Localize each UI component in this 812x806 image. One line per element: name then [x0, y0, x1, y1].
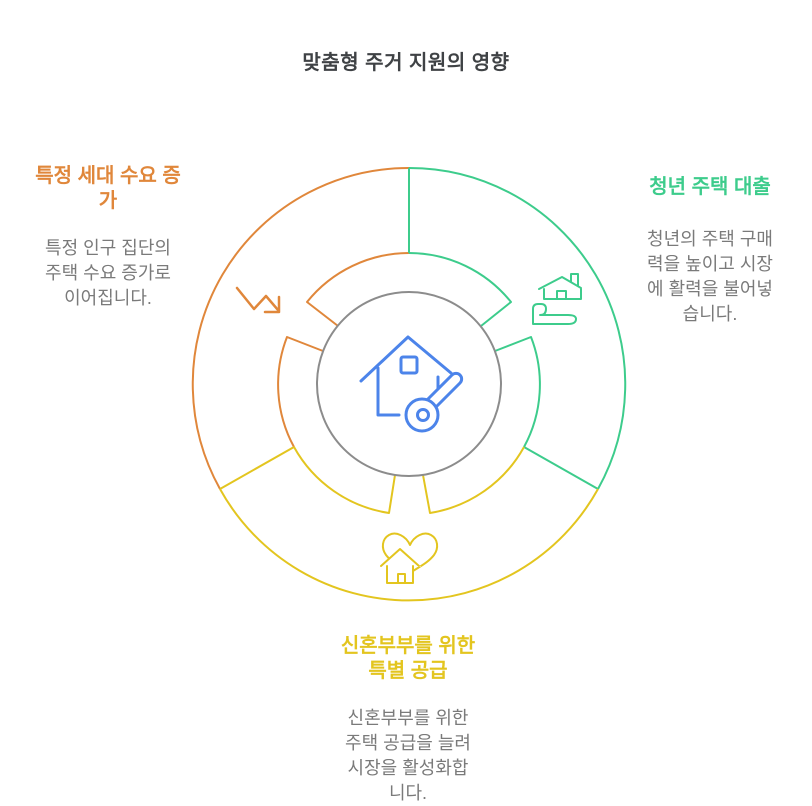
middle-arc-green-b — [494, 336, 541, 448]
middle-arc-orange-a — [277, 336, 324, 448]
middle-arc-yellow-a — [422, 446, 525, 514]
house-in-hand-icon — [532, 273, 582, 325]
segment-heading: 특정 세대 수요 증 가 — [35, 165, 181, 212]
middle-arc-yellow-b — [293, 446, 396, 514]
divider-left — [219, 446, 295, 490]
segment-label-youth-housing-loan: 청년 주택 대출 청년의 주택 구매 력을 높이고 시장 에 활력을 불어넣 습… — [626, 157, 794, 345]
middle-arc-orange-b — [306, 252, 410, 327]
segment-body: 특정 인구 집단의 주택 수요 증가로 이어집니다. — [45, 238, 171, 308]
heart-house-icon — [379, 532, 439, 584]
outer-arc-green — [408, 166, 627, 490]
segment-heading: 신혼부부를 위한 특별 공급 — [340, 635, 476, 682]
house-with-key-icon — [359, 335, 464, 433]
segment-heading: 청년 주택 대출 — [649, 176, 771, 198]
inner-circle — [316, 291, 502, 477]
segment-label-newlywed-special-supply: 신혼부부를 위한 특별 공급 신혼부부를 위한 주택 공급을 늘려 시장을 활성… — [318, 616, 498, 806]
segment-body: 신혼부부를 위한 주택 공급을 늘려 시장을 활성화합 니다. — [345, 708, 471, 803]
segment-yellow — [219, 446, 599, 602]
segment-body: 청년의 주택 구매 력을 높이고 시장 에 활력을 불어넣 습니다. — [647, 229, 773, 324]
outer-arc-yellow — [219, 488, 599, 602]
page-title: 맞춤형 주거 지원의 영향 — [302, 52, 510, 74]
middle-arc-green-a — [408, 252, 512, 327]
divider-right — [523, 446, 599, 490]
outer-arc-orange — [191, 166, 410, 490]
segment-green — [408, 166, 627, 490]
downward-trend-arrow-icon — [235, 286, 281, 314]
segment-orange — [191, 166, 410, 490]
segment-label-demand-increase: 특정 세대 수요 증 가 특정 인구 집단의 주택 수요 증가로 이어집니다. — [12, 146, 204, 329]
